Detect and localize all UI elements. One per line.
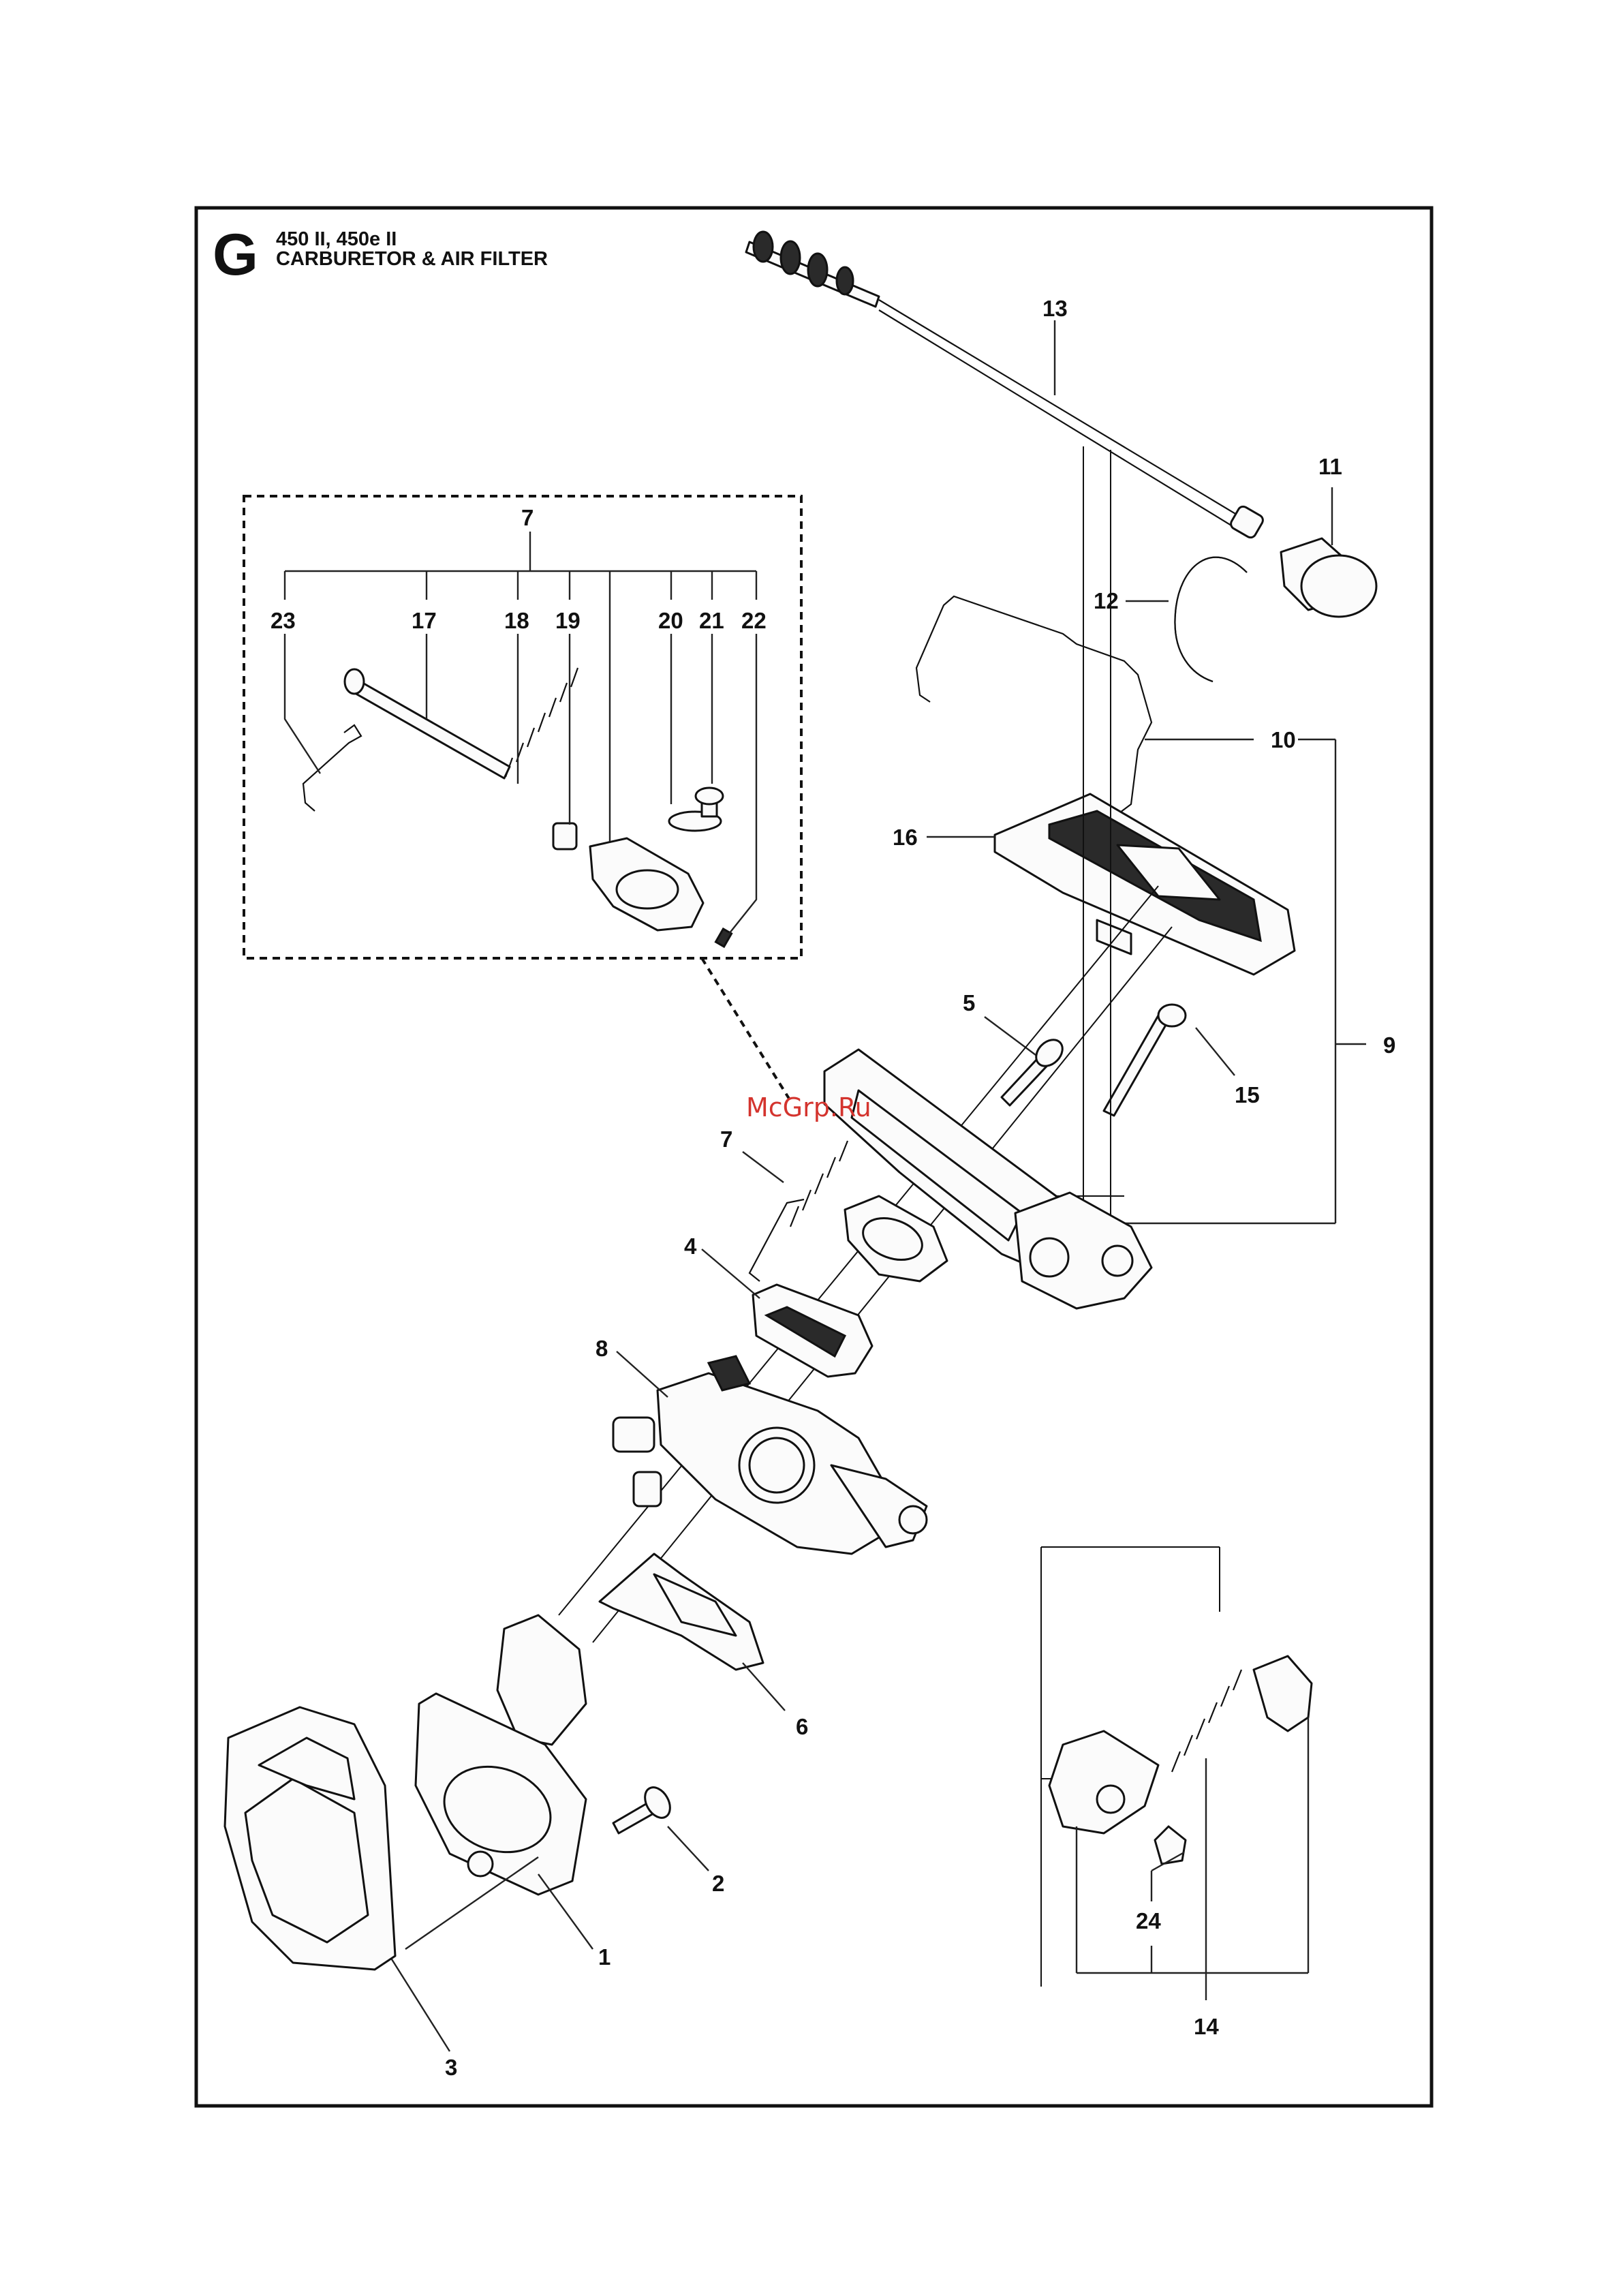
callout-14: 14 [1194, 2014, 1219, 2039]
bracket-9 [1124, 739, 1366, 1223]
callout-16: 16 [893, 825, 918, 850]
callout-1: 1 [598, 1944, 610, 1970]
callout-23: 23 [270, 608, 296, 633]
part-5-screw [1002, 1035, 1068, 1105]
part-15-long-screw [1104, 1005, 1186, 1116]
callout-21: 21 [699, 608, 724, 633]
part-4-spacer [753, 1285, 872, 1377]
callout-10: 10 [1271, 727, 1296, 752]
callout-2: 2 [712, 1871, 724, 1896]
part-24-lock-washer [1155, 1826, 1186, 1864]
part-23-link [303, 725, 361, 811]
part-22-screw [715, 929, 731, 947]
part-8-carburetor [613, 1356, 927, 1554]
callout-6: 6 [796, 1714, 808, 1739]
watermark: McGrp.Ru [746, 1092, 871, 1122]
callout-3: 3 [445, 2055, 457, 2080]
part-2-screw [613, 1783, 675, 1833]
callout-15: 15 [1235, 1082, 1260, 1107]
callout-22: 22 [741, 608, 767, 633]
part-19-bushing [553, 823, 576, 849]
callout-7-kit: 7 [521, 505, 534, 530]
callout-8: 8 [596, 1336, 608, 1361]
part-13-cable [746, 232, 1265, 540]
callout-11: 11 [1318, 454, 1342, 479]
model-name: 450 II, 450e II [276, 228, 397, 250]
diagram-header: G 450 II, 450e II CARBURETOR & AIR FILTE… [213, 222, 548, 288]
part-16-air-filter [995, 794, 1295, 975]
kit-parts [285, 634, 756, 947]
callout-20: 20 [658, 608, 683, 633]
part-6-spacer [600, 1554, 763, 1670]
callout-13: 13 [1042, 296, 1068, 321]
part-1-intake [416, 1615, 586, 1895]
section-letter: G [213, 222, 258, 288]
page-title: CARBURETOR & AIR FILTER [276, 248, 548, 270]
part-3-cover [225, 1707, 395, 1970]
kit-leader-dotted [702, 958, 792, 1104]
part-18-spring [506, 668, 578, 825]
callout-19: 19 [555, 608, 581, 633]
callout-12: 12 [1094, 588, 1119, 613]
callout-24: 24 [1136, 1908, 1161, 1933]
callout-7-part: 7 [720, 1127, 732, 1152]
kit-detail-box [244, 496, 801, 958]
callout-5: 5 [963, 990, 975, 1015]
part-10-wire-rod [916, 596, 1151, 814]
callout-9: 9 [1383, 1032, 1395, 1058]
part-17-shaft [349, 678, 510, 778]
callout-18: 18 [504, 608, 529, 633]
part-11-primer-bulb [1281, 538, 1376, 617]
callout-4: 4 [684, 1234, 697, 1259]
part-14-choke [1049, 1656, 1312, 1864]
callout-17: 17 [412, 608, 437, 633]
